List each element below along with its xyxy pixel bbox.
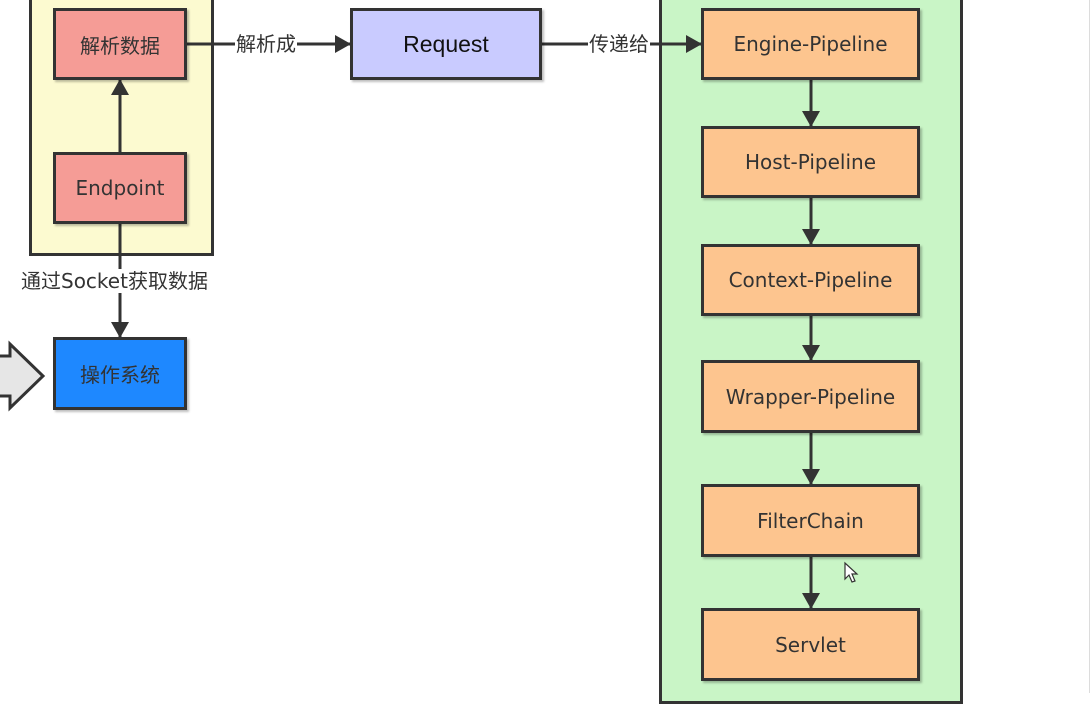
filterchain-box: FilterChain bbox=[701, 484, 920, 557]
wrapper-pipeline-label: Wrapper-Pipeline bbox=[725, 384, 896, 409]
servlet-box: Servlet bbox=[701, 608, 920, 681]
mouse-cursor-icon bbox=[844, 561, 859, 583]
context-pipeline-label: Context-Pipeline bbox=[728, 268, 893, 292]
request-box: Request bbox=[350, 8, 542, 80]
edge-label-passed-to: 传递给 bbox=[588, 32, 650, 56]
edge-label-parsed-into: 解析成 bbox=[235, 32, 297, 56]
host-pipeline-box: Host-Pipeline bbox=[701, 126, 920, 198]
os-box: 操作系统 bbox=[53, 337, 187, 410]
os-label: 操作系统 bbox=[80, 363, 160, 387]
wrapper-pipeline-box: Wrapper-Pipeline bbox=[701, 360, 920, 433]
endpoint-label: Endpoint bbox=[75, 176, 165, 200]
engine-pipeline-box: Engine-Pipeline bbox=[701, 8, 920, 80]
request-label: Request bbox=[403, 30, 489, 57]
context-pipeline-box: Context-Pipeline bbox=[701, 244, 920, 316]
engine-pipeline-label: Engine-Pipeline bbox=[733, 32, 888, 56]
parse-data-box: 解析数据 bbox=[53, 8, 187, 80]
servlet-label: Servlet bbox=[775, 632, 846, 657]
filterchain-label: FilterChain bbox=[757, 508, 864, 533]
edge-label-socket: 通过Socket获取数据 bbox=[20, 269, 209, 293]
input-arrow-icon bbox=[0, 340, 46, 412]
parse-data-label: 解析数据 bbox=[80, 33, 160, 58]
endpoint-box: Endpoint bbox=[53, 152, 187, 224]
host-pipeline-label: Host-Pipeline bbox=[744, 150, 877, 174]
